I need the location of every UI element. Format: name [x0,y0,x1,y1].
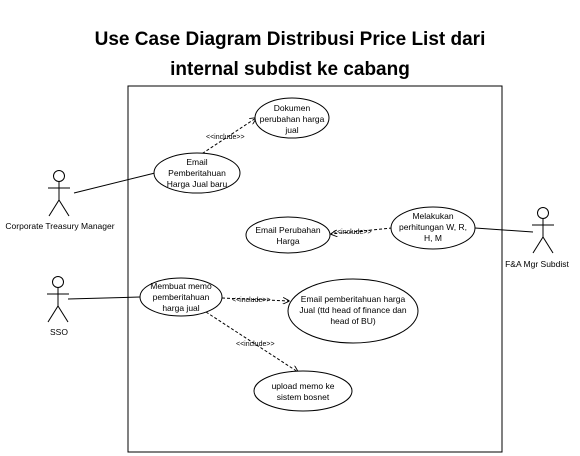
use-case-text: Jual (ttd head of finance dan [299,305,407,315]
use-case-text: pemberitahuan [153,292,210,302]
actor-fa-mgr-subdist [532,207,554,254]
use-case-text: Dokumen [274,103,311,113]
include-label: <<include>> [206,134,245,141]
use-case-text: Melakukan [412,211,453,221]
actor-head-icon [537,207,549,219]
include-arrow [221,298,289,301]
include-label: <<include>> [232,297,271,304]
association-line [73,172,156,194]
use-case-text: perubahan harga [260,114,325,124]
include-label: <<include>> [333,229,372,236]
use-case-text: H, M [424,233,442,243]
actor-sso [47,276,69,323]
use-case-text: Membuat memo [150,281,212,291]
include-arrow [193,118,256,160]
diagram-title-line-2: internal subdist ke cabang [170,59,410,80]
use-case-email-pemberitahuan-harga-jual [153,152,241,194]
include-label: <<include>> [236,341,275,348]
use-case-melakukan-perhitungan [390,206,476,250]
use-case-text: sistem bosnet [277,392,330,402]
use-case-text: Pemberitahuan [168,168,226,178]
use-case-text: perhitungan W, R, [399,222,467,232]
include-arrow [331,227,393,234]
use-case-text: upload memo ke [272,381,335,391]
actor-label-corporate-treasury-manager: Corporate Treasury Manager [5,221,114,231]
use-case-text: Harga Jual baru [167,179,228,189]
use-case-membuat-memo [139,277,223,317]
actor-label-fa-mgr-subdist: F&A Mgr Subdist [505,259,569,269]
use-case-email-pemberitahuan-ttd [287,278,419,344]
use-case-text: head of BU) [330,316,376,326]
association-line [67,296,141,300]
use-case-text: Harga [276,236,299,246]
use-case-text: Email Perubahan [255,225,320,235]
actor-head-icon [52,276,64,288]
include-arrow [205,311,298,372]
use-case-text: Email [186,157,207,167]
actor-head-icon [53,170,65,182]
use-case-text: jual [284,125,298,135]
use-case-text: Email pemberitahuan harga [301,294,406,304]
actor-label-sso: SSO [50,327,68,337]
use-case-upload-memo [253,370,353,412]
use-case-dokumen-perubahan-harga [254,97,330,139]
use-case-text: harga jual [162,303,199,313]
diagram-title-line-1: Use Case Diagram Distribusi Price List d… [94,29,486,50]
use-case-email-perubahan-harga [245,216,331,254]
actor-corporate-treasury-manager [48,170,70,217]
association-line [474,227,534,233]
